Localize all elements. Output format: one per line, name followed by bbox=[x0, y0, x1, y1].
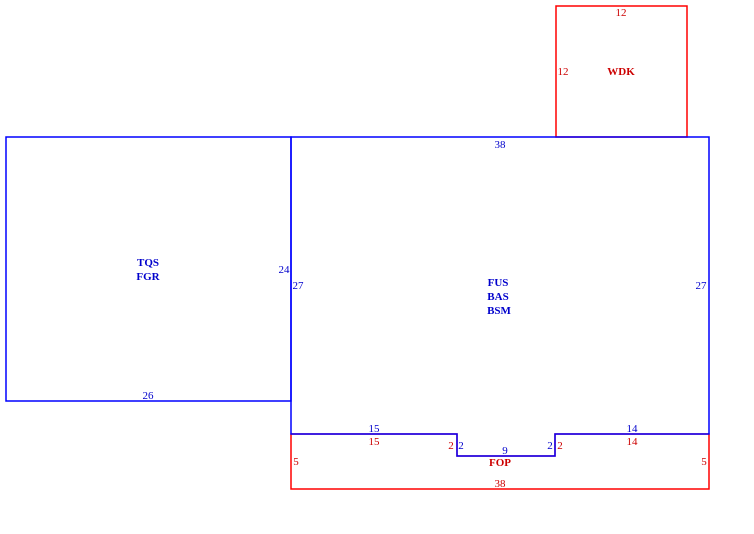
main-dim-notch-right: 2 bbox=[547, 440, 553, 452]
main-dim-right: 27 bbox=[696, 280, 708, 292]
deck-label-code: WDK bbox=[607, 66, 635, 78]
porch-dim-right: 5 bbox=[701, 456, 707, 468]
main-dim-top: 38 bbox=[495, 139, 507, 151]
porch-dim-top-right: 14 bbox=[627, 436, 639, 448]
main-label-code-3: BSM bbox=[487, 305, 511, 317]
porch-dim-notch-right: 2 bbox=[557, 440, 563, 452]
garage-dim-bottom: 26 bbox=[143, 390, 155, 402]
garage-dim-right: 24 bbox=[279, 264, 291, 276]
main-dim-notch-bottom: 9 bbox=[502, 445, 508, 457]
porch-dim-bottom: 38 bbox=[495, 478, 507, 490]
porch-dim-left: 5 bbox=[293, 456, 299, 468]
garage-label-code-2: FGR bbox=[136, 271, 160, 283]
main-dim-left: 27 bbox=[293, 280, 305, 292]
main-house-outline bbox=[290, 136, 710, 457]
porch-dim-top-left: 15 bbox=[369, 436, 381, 448]
garage-outline bbox=[5, 136, 292, 402]
deck-dim-left: 12 bbox=[558, 66, 569, 78]
porch-dim-notch-left: 2 bbox=[448, 440, 454, 452]
main-dim-bottom-right: 14 bbox=[627, 423, 639, 435]
main-dim-notch-left: 2 bbox=[458, 440, 464, 452]
deck-dim-top: 12 bbox=[616, 7, 627, 19]
main-label-code-1: FUS bbox=[488, 277, 509, 289]
main-label-code-2: BAS bbox=[487, 291, 508, 303]
garage-label-code-1: TQS bbox=[137, 257, 159, 269]
main-dim-bottom-left: 15 bbox=[369, 423, 381, 435]
porch-label-code: FOP bbox=[489, 457, 511, 469]
